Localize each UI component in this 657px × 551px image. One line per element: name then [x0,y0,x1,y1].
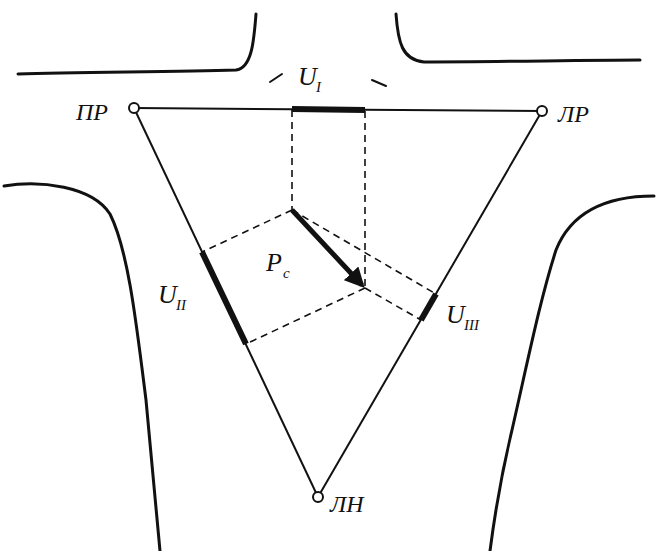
lead-subscript: I [316,80,321,95]
lead-subscript: III [464,318,479,333]
heart-vector [292,210,362,285]
lead-projections [202,109,436,344]
lead-subscript: II [176,298,186,313]
body-outline [4,14,654,551]
electrode-label: ЛН [330,492,364,516]
lead-label: U [298,64,317,90]
electrode-label: ЛР [558,102,589,126]
lead-label: U [158,282,177,308]
einthoven-triangle [134,108,542,497]
lead-label: U [446,302,465,328]
projection-lines [202,110,436,344]
electrode-point [129,103,547,502]
vector-label: P [266,250,282,276]
electrode-label: ПР [76,100,108,124]
vector-subscript: c [283,266,290,281]
